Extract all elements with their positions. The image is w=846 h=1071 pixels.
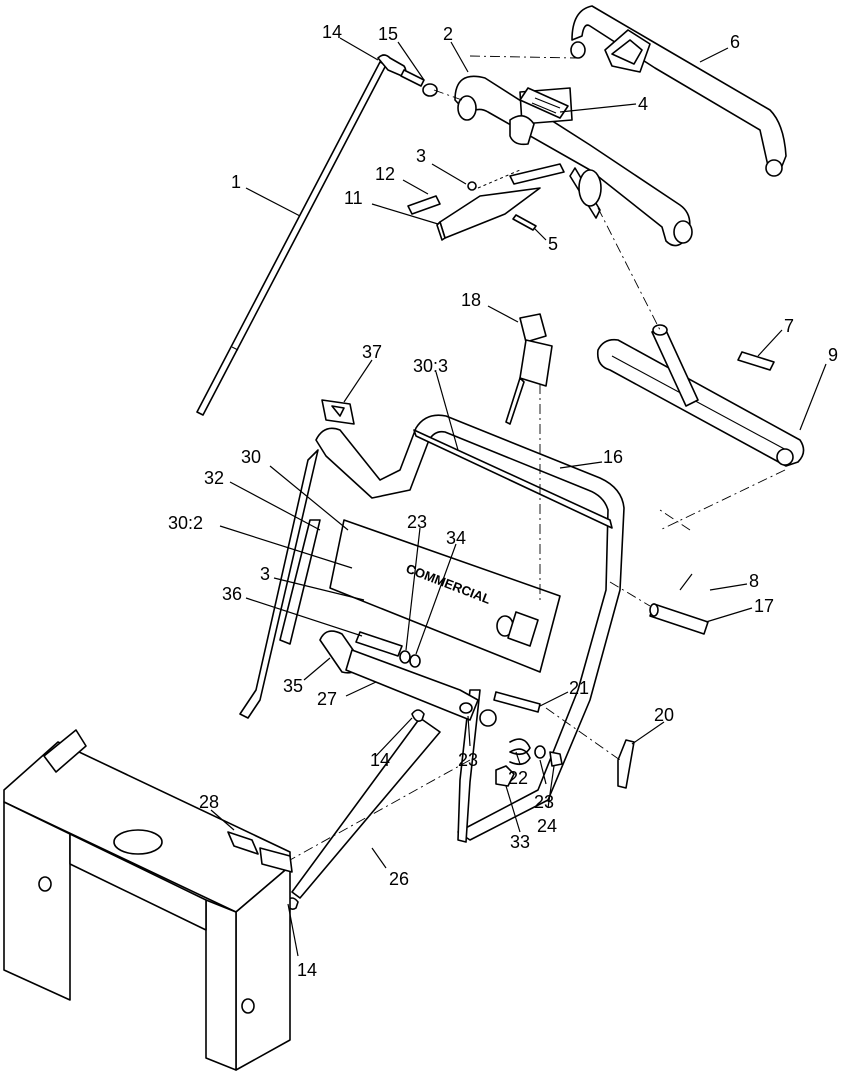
callout-14-lower: 14 bbox=[297, 960, 317, 980]
callout-3: 3 bbox=[416, 146, 426, 166]
callout-9: 9 bbox=[828, 345, 838, 365]
callout-18: 18 bbox=[461, 290, 481, 310]
callout-34: 34 bbox=[446, 528, 466, 548]
callout-30-3: 30:3 bbox=[413, 356, 448, 376]
callout-32: 32 bbox=[204, 468, 224, 488]
callout-30-2: 30:2 bbox=[168, 513, 203, 533]
part-decal-4 bbox=[519, 87, 569, 119]
callout-27: 27 bbox=[317, 689, 337, 709]
part-clip-and-bushing-top bbox=[377, 54, 438, 97]
part-control-18 bbox=[505, 313, 553, 425]
callout-35: 35 bbox=[283, 676, 303, 696]
callout-2: 2 bbox=[443, 24, 453, 44]
callout-17: 17 bbox=[754, 596, 774, 616]
callout-14-middle: 14 bbox=[370, 750, 390, 770]
callout-8: 8 bbox=[749, 571, 759, 591]
callout-16: 16 bbox=[603, 447, 623, 467]
part-bracket-group bbox=[407, 163, 565, 241]
callout-23-middle: 23 bbox=[458, 750, 478, 770]
callout-22: 22 bbox=[508, 768, 528, 788]
part-lower-rod-26 bbox=[285, 709, 441, 910]
callout-36: 36 bbox=[222, 584, 242, 604]
callout-30: 30 bbox=[241, 447, 261, 467]
callout-15: 15 bbox=[378, 24, 398, 44]
callout-20: 20 bbox=[654, 705, 674, 725]
callout-37: 37 bbox=[362, 342, 382, 362]
callout-28: 28 bbox=[199, 792, 219, 812]
callout-14: 14 bbox=[322, 22, 342, 42]
part-linkage-group bbox=[319, 630, 479, 721]
callout-26: 26 bbox=[389, 869, 409, 889]
callout-1: 1 bbox=[231, 172, 241, 192]
leader-lines bbox=[210, 37, 827, 957]
callout-5: 5 bbox=[548, 234, 558, 254]
callout-6: 6 bbox=[730, 32, 740, 52]
callout-11: 11 bbox=[344, 188, 363, 208]
part-chassis bbox=[3, 729, 293, 1071]
callout-12: 12 bbox=[375, 164, 395, 184]
part-pin-17 bbox=[649, 573, 709, 635]
alignment-lines bbox=[289, 55, 786, 861]
part-main-handle-16 bbox=[239, 414, 625, 843]
callout-labels: 14 15 2 6 4 3 12 1 11 5 18 7 9 37 30:3 1… bbox=[168, 22, 838, 980]
part-rod-1 bbox=[196, 61, 387, 416]
callout-7: 7 bbox=[784, 316, 794, 336]
part-cap-37 bbox=[321, 399, 355, 425]
part-spring-stack bbox=[479, 691, 635, 789]
callout-3-lower: 3 bbox=[260, 564, 270, 584]
part-roller-9 bbox=[596, 324, 805, 467]
callout-23-lower: 23 bbox=[534, 792, 554, 812]
callout-21: 21 bbox=[569, 678, 589, 698]
callout-4: 4 bbox=[638, 94, 648, 114]
callout-24: 24 bbox=[537, 816, 557, 836]
part-control-panel-30-2: COMMERCIAL bbox=[329, 429, 613, 673]
callout-33: 33 bbox=[510, 832, 530, 852]
callout-23-upper: 23 bbox=[407, 512, 427, 532]
part-bail-6 bbox=[570, 5, 787, 177]
